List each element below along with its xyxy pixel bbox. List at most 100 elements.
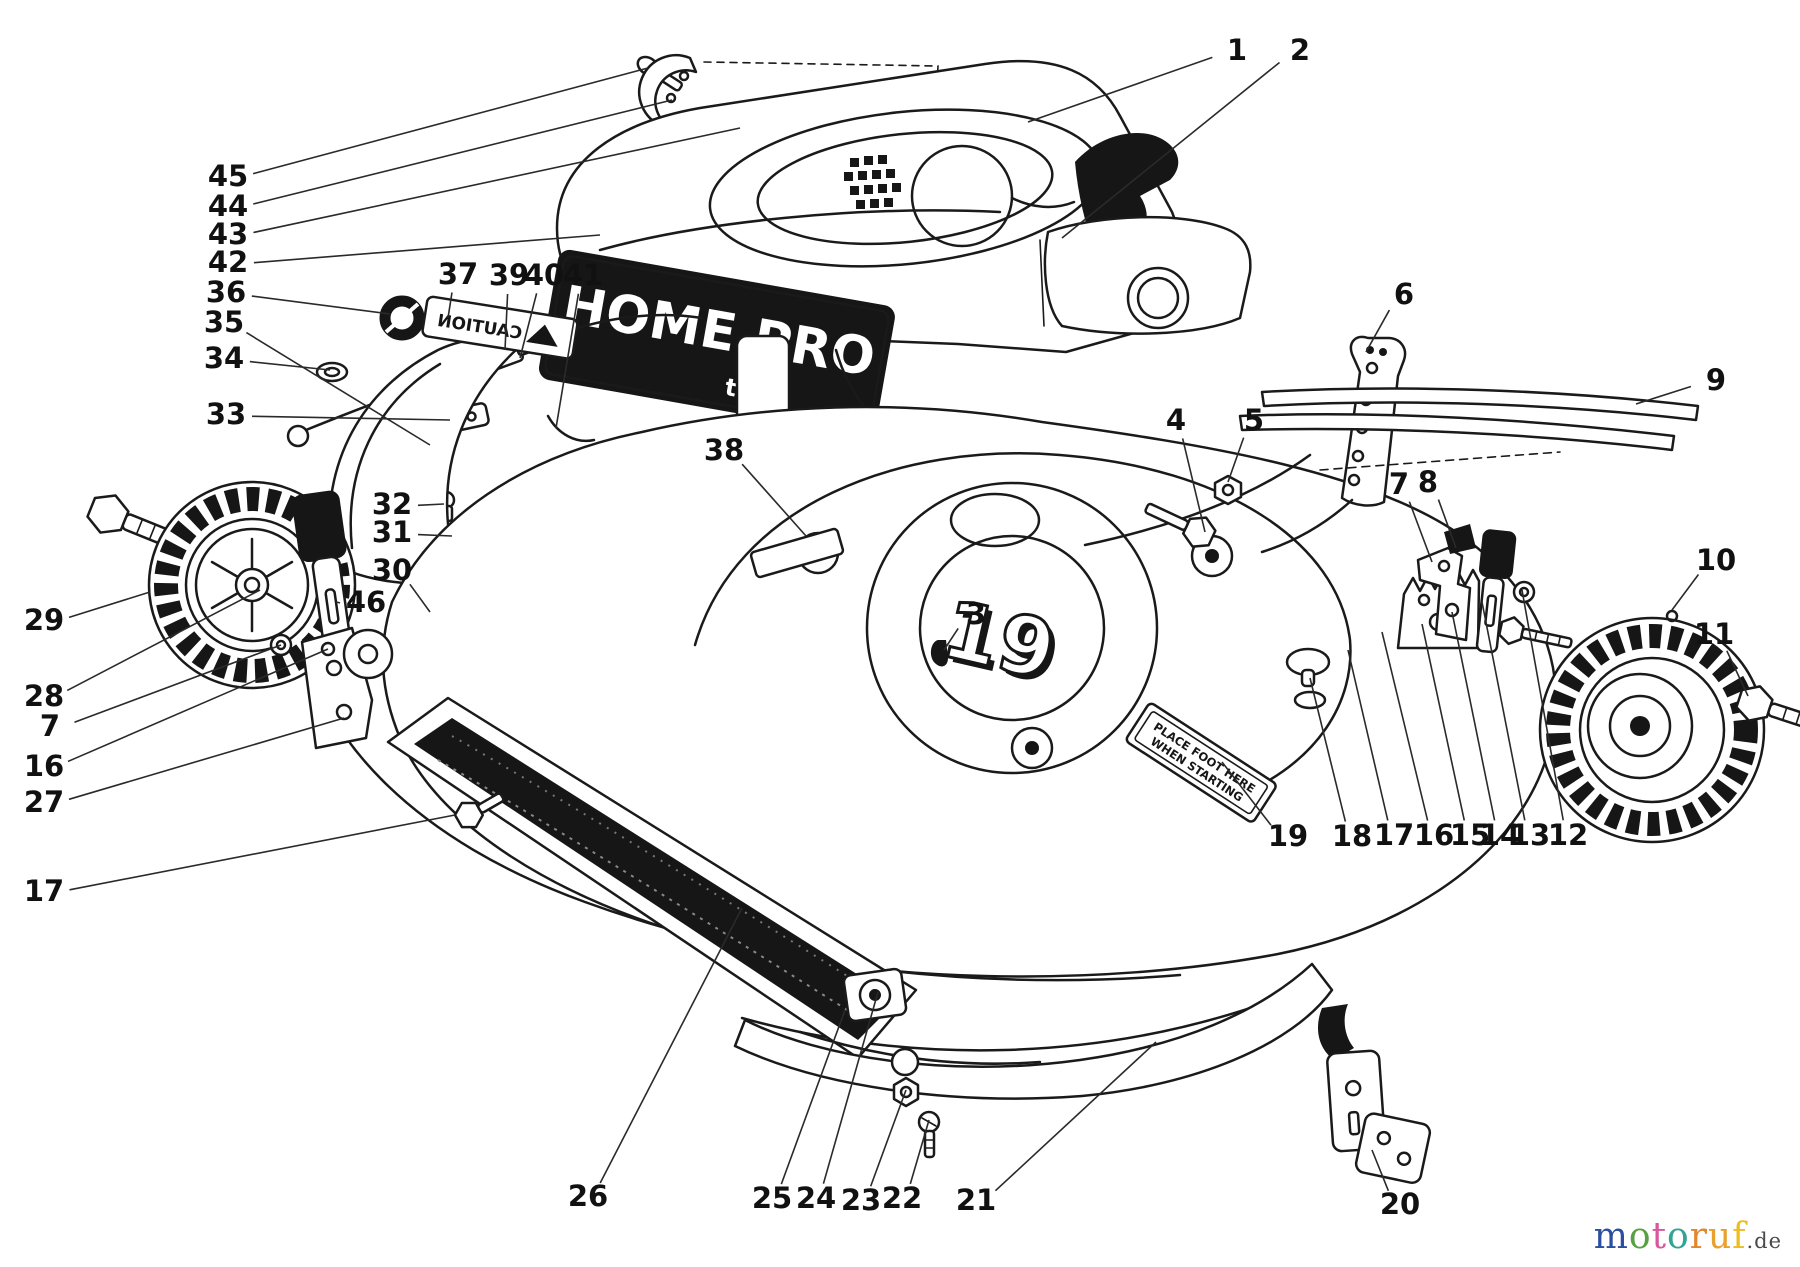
- callout-32: 32: [372, 487, 412, 521]
- throttle-link: [546, 414, 596, 443]
- callout-12: 12: [1548, 818, 1588, 852]
- blade-adapter: [842, 967, 908, 1023]
- callout-22: 22: [882, 1181, 922, 1215]
- leader-line-8: [1437, 499, 1457, 549]
- callout-9: 9: [1706, 363, 1726, 397]
- deck-plateau: [693, 452, 1352, 798]
- leader-line-14: [1451, 611, 1496, 821]
- callout-44: 44: [208, 189, 248, 223]
- fuel-tank: [1039, 215, 1252, 335]
- callout-5: 5: [1244, 403, 1264, 437]
- leader-line-17-right: [1347, 649, 1389, 821]
- deck-hole: [949, 492, 1041, 548]
- handle-hardware: [1083, 335, 1700, 554]
- starter-rope: [1010, 196, 1076, 209]
- leader-line-16-right: [1381, 631, 1429, 821]
- watermark-letter: m: [1593, 1216, 1629, 1257]
- leader-line-27: [68, 717, 345, 801]
- callout-20: 20: [1380, 1187, 1420, 1221]
- leader-line-44: [253, 99, 673, 205]
- callout-31: 31: [372, 515, 412, 549]
- leader-line-30: [409, 583, 431, 613]
- leader-line-21: [994, 1041, 1157, 1192]
- leader-line-29: [68, 591, 151, 619]
- leader-line-36: [251, 295, 391, 315]
- callout-35: 35: [204, 305, 244, 339]
- rim-hole: [1665, 609, 1679, 623]
- mower-deck: 19 19 PLACE FOOT HERE WHEN STARTING: [298, 405, 1558, 1052]
- rear-bracket-grip: [1318, 1004, 1354, 1060]
- callout-4: 4: [1166, 403, 1186, 437]
- callout-15: 15: [1450, 818, 1490, 852]
- callout-40: 40: [524, 258, 564, 292]
- leader-line-31: [417, 533, 453, 537]
- leader-line-24: [822, 991, 879, 1184]
- leader-line-7-right: [1408, 501, 1433, 563]
- deck-trim-band: [386, 696, 918, 1060]
- right-carriage-bolt: [1498, 616, 1573, 649]
- callout-42: 42: [208, 245, 248, 279]
- leader-line-40: [519, 293, 538, 359]
- washer-grommet: [315, 361, 349, 383]
- leader-line-7-left: [74, 644, 282, 724]
- leader-line-16-left: [67, 648, 329, 763]
- grommet-o-ring: [379, 295, 425, 341]
- right-tire-tread: [1546, 624, 1758, 836]
- callout-11: 11: [1694, 617, 1734, 651]
- blade-screw: [917, 1110, 941, 1159]
- callout-24: 24: [796, 1181, 836, 1215]
- callout-30: 30: [372, 553, 412, 587]
- watermark-letter: f: [1732, 1216, 1747, 1257]
- callout-10: 10: [1696, 543, 1736, 577]
- adjuster-knob: [292, 490, 347, 563]
- left-spokes: [210, 537, 294, 633]
- leader-line-13: [1481, 601, 1526, 821]
- watermark-logo: motoruf.de: [1594, 1216, 1782, 1257]
- callout-6: 6: [1394, 277, 1414, 311]
- callout-33: 33: [206, 397, 246, 431]
- leader-line-4: [1181, 438, 1206, 533]
- leader-line-35: [246, 331, 431, 446]
- callout-3: 3: [966, 597, 986, 631]
- blade-assembly: [733, 962, 1334, 1159]
- callout-38: 38: [704, 433, 744, 467]
- callout-28: 28: [24, 679, 64, 713]
- engine-mount-ring-inner: [918, 534, 1106, 722]
- leader-line-19: [1221, 761, 1272, 826]
- watermark-letter: o: [1628, 1216, 1652, 1257]
- callout-46: 46: [346, 585, 386, 619]
- blade-center-hole: [890, 1047, 920, 1077]
- callout-25: 25: [752, 1181, 792, 1215]
- callout-43: 43: [208, 217, 248, 251]
- leader-line-25: [780, 1009, 846, 1185]
- callout-23: 23: [841, 1183, 881, 1217]
- callout-37: 37: [438, 257, 478, 291]
- warning-triangle-icon: [526, 324, 558, 347]
- watermark-letter: o: [1667, 1216, 1690, 1257]
- right-adjuster-clip: [1444, 524, 1476, 554]
- leader-line-2: [1061, 61, 1281, 239]
- leader-line-23: [869, 1089, 907, 1187]
- caution-decal: CAUTION: [421, 295, 579, 360]
- leader-line-43: [253, 127, 741, 234]
- leader-line-22: [909, 1119, 930, 1185]
- flange-nut-5: [1213, 474, 1243, 506]
- deck-outline: [381, 405, 1558, 978]
- leader-line-17-left: [69, 814, 456, 891]
- adjuster-washer: [342, 628, 394, 680]
- callout-39: 39: [489, 258, 529, 292]
- mount-bolt-3: [1010, 726, 1054, 770]
- leader-line-32: [417, 503, 445, 507]
- callout-18: 18: [1332, 819, 1372, 853]
- blade: [733, 962, 1334, 1100]
- primer-cap: [1285, 647, 1331, 710]
- callout-21: 21: [956, 1183, 996, 1217]
- callout-34: 34: [204, 341, 244, 375]
- leader-line-26: [599, 907, 743, 1184]
- shroud-crease: [598, 209, 1002, 252]
- leader-line-39: [504, 293, 509, 351]
- brand-decal: HOME PRO toro: [538, 249, 895, 436]
- leader-line-42: [253, 234, 601, 264]
- leader-line-41: [555, 293, 580, 429]
